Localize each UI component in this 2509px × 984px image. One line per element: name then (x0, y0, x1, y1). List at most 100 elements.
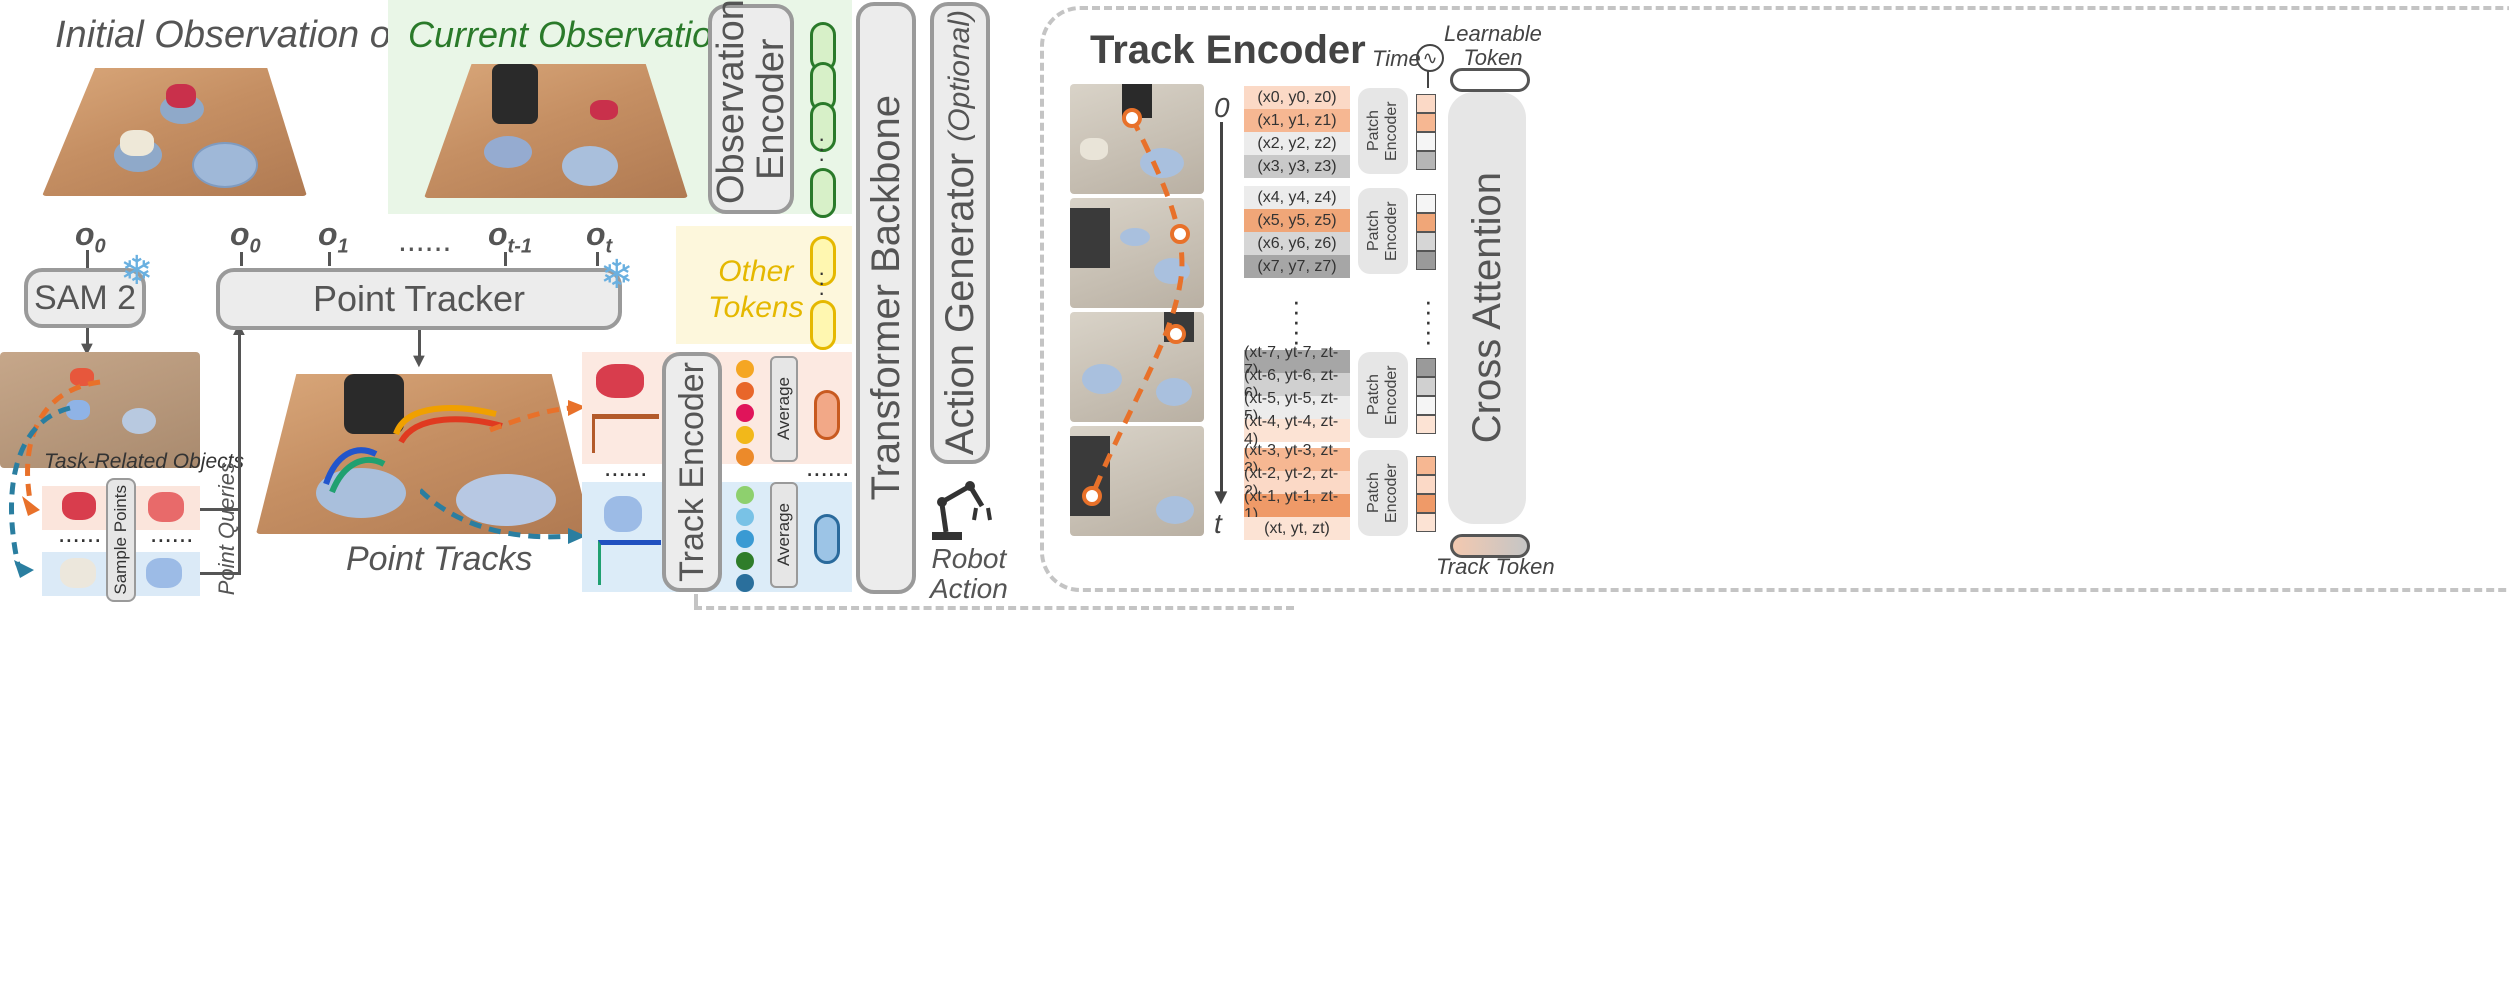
transformer-backbone-box: Transformer Backbone (856, 2, 916, 594)
coord-cell: (x7, y7, z7) (1244, 255, 1350, 278)
point-tracks-image (256, 374, 592, 534)
red-object-sampled-thumb (148, 492, 184, 522)
coord-cell: (x4, y4, z4) (1244, 186, 1350, 209)
time-axis-arrow-icon: ▼ (1210, 484, 1232, 509)
tracker-input-o0-sub: 0 (249, 235, 261, 258)
track-branch-dots: ...... (604, 452, 648, 482)
sam-output-arrow (86, 328, 89, 350)
sam2-label: SAM 2 (33, 278, 137, 317)
current-observation-text: Current Observation o (408, 14, 763, 55)
time-token-cell (1416, 396, 1436, 415)
track-frame-1 (1070, 84, 1204, 194)
average-label-red: Average (774, 377, 793, 441)
tracker-input-o0-base: o (230, 216, 250, 252)
coord-cell: (xt-1, yt-1, zt-1) (1244, 488, 1350, 523)
other-tokens-line1: Other (718, 255, 794, 288)
patch-encoder: Patch Encoder (1358, 450, 1408, 536)
blue-track-token (814, 514, 840, 564)
point-tracks-label: Point Tracks (346, 540, 532, 579)
patch-encoder: Patch Encoder (1358, 352, 1408, 438)
task-objects-label: Task-Related Objects (44, 450, 244, 474)
current-observation-image (424, 64, 688, 198)
other-token-1 (810, 236, 836, 286)
sample-dots-left: ...... (58, 518, 102, 548)
detail-connector (694, 594, 1294, 610)
tracker-input-ot-1-base: o (488, 216, 508, 252)
point-tracker-box: Point Tracker (216, 268, 622, 330)
tracker-output-arrow (418, 330, 421, 362)
track-encoder-detail-panel (1040, 6, 2509, 592)
time-token-cell (1416, 132, 1436, 151)
axis-start-label: 0 (1214, 92, 1230, 123)
axis-end-label: t (1214, 508, 1222, 539)
query-line-1 (200, 508, 240, 511)
robot-action-line2: Action (930, 573, 1008, 604)
observation-encoder-box: Observation Encoder (708, 0, 794, 214)
sample-points-label: Sample Points (111, 485, 130, 595)
white-object-thumb (60, 558, 96, 588)
blue-track-dot-5 (736, 574, 754, 592)
tracker-arrow-3 (596, 252, 599, 266)
point-tracker-label: Point Tracker (312, 278, 526, 319)
learnable-token-line1: Learnable (1444, 21, 1542, 46)
blue-tracks-thumb (598, 540, 661, 585)
robot-arm-icon (932, 481, 992, 540)
initial-observation-text: Initial Observation o (55, 14, 391, 56)
track-encoder-label: Track Encoder (672, 362, 711, 582)
track-frame-2 (1070, 198, 1204, 308)
time-token-cell (1416, 94, 1436, 113)
time-token-cell (1416, 194, 1436, 213)
blue-object-track-thumb (604, 496, 642, 532)
tracker-input-ot-sub: t (605, 235, 613, 258)
time-token-cell (1416, 232, 1436, 251)
time-token-cell (1416, 358, 1436, 377)
tracker-input-ot-1-sub: t-1 (507, 235, 532, 258)
other-token-vdots: ··· (818, 260, 826, 305)
tracker-output-arrow-icon: ▼ (409, 350, 429, 372)
action-generator-optional: (Optional) (942, 10, 976, 143)
time-sine-icon: ∿ (1416, 44, 1444, 72)
time-axis-line (1220, 122, 1223, 492)
coord-cell: (x5, y5, z5) (1244, 209, 1350, 232)
average-label-blue: Average (774, 503, 793, 567)
task-objects-dashed-arrows (9, 379, 101, 578)
blue-track-dot-3 (736, 530, 754, 548)
coord-cell: (x6, y6, z6) (1244, 232, 1350, 255)
track-flow-arrows (420, 400, 586, 544)
track-encoder-detail-title: Track Encoder (1090, 28, 1366, 72)
time-token-cell (1416, 213, 1436, 232)
task-objects-text: Task-Related Objects (44, 450, 244, 473)
sam-input-arrow (86, 250, 89, 268)
track-trajectory (1082, 108, 1190, 506)
patch-encoder-label: Patch Encoder (1365, 463, 1400, 523)
learnable-token-label: Learnable Token (1444, 22, 1542, 70)
sam-input-subscript: 0 (94, 235, 106, 258)
initial-observation-image (42, 68, 307, 196)
point-queries-text: Point Queries (214, 462, 239, 596)
obs-token-3 (810, 102, 836, 152)
tracker-input-ot-1: ot-1 (488, 216, 532, 258)
tracker-input-o1: o1 (318, 216, 349, 258)
tracker-input-ot-base: o (586, 216, 606, 252)
initial-observation-label: Initial Observation o0 (55, 14, 404, 63)
token-vdots: ····· (1424, 286, 1433, 356)
query-line-2 (200, 572, 240, 575)
time-token-cell (1416, 151, 1436, 170)
time-label: Time (1372, 46, 1421, 71)
time-token-cell (1416, 113, 1436, 132)
time-token-cell (1416, 456, 1436, 475)
coord-cell: (xt, yt, zt) (1244, 517, 1350, 540)
other-tokens-line2: Tokens (708, 291, 804, 324)
time-arrow (1427, 70, 1429, 88)
coord-cell: (xt-7, yt-7, zt-7) (1244, 344, 1350, 379)
time-token-cell (1416, 377, 1436, 396)
tracker-input-o1-sub: 1 (337, 235, 349, 258)
tracker-arrow-2 (504, 252, 507, 266)
red-track-dot-5 (736, 448, 754, 466)
red-track-dot-1 (736, 360, 754, 378)
sample-points-box: Sample Points (106, 478, 136, 602)
obs-token-vdots: ··· (818, 126, 826, 171)
patch-encoder-label: Patch Encoder (1365, 101, 1400, 161)
time-token-cell (1416, 475, 1436, 494)
coord-cell: (xt-4, yt-4, zt-4) (1244, 413, 1350, 448)
